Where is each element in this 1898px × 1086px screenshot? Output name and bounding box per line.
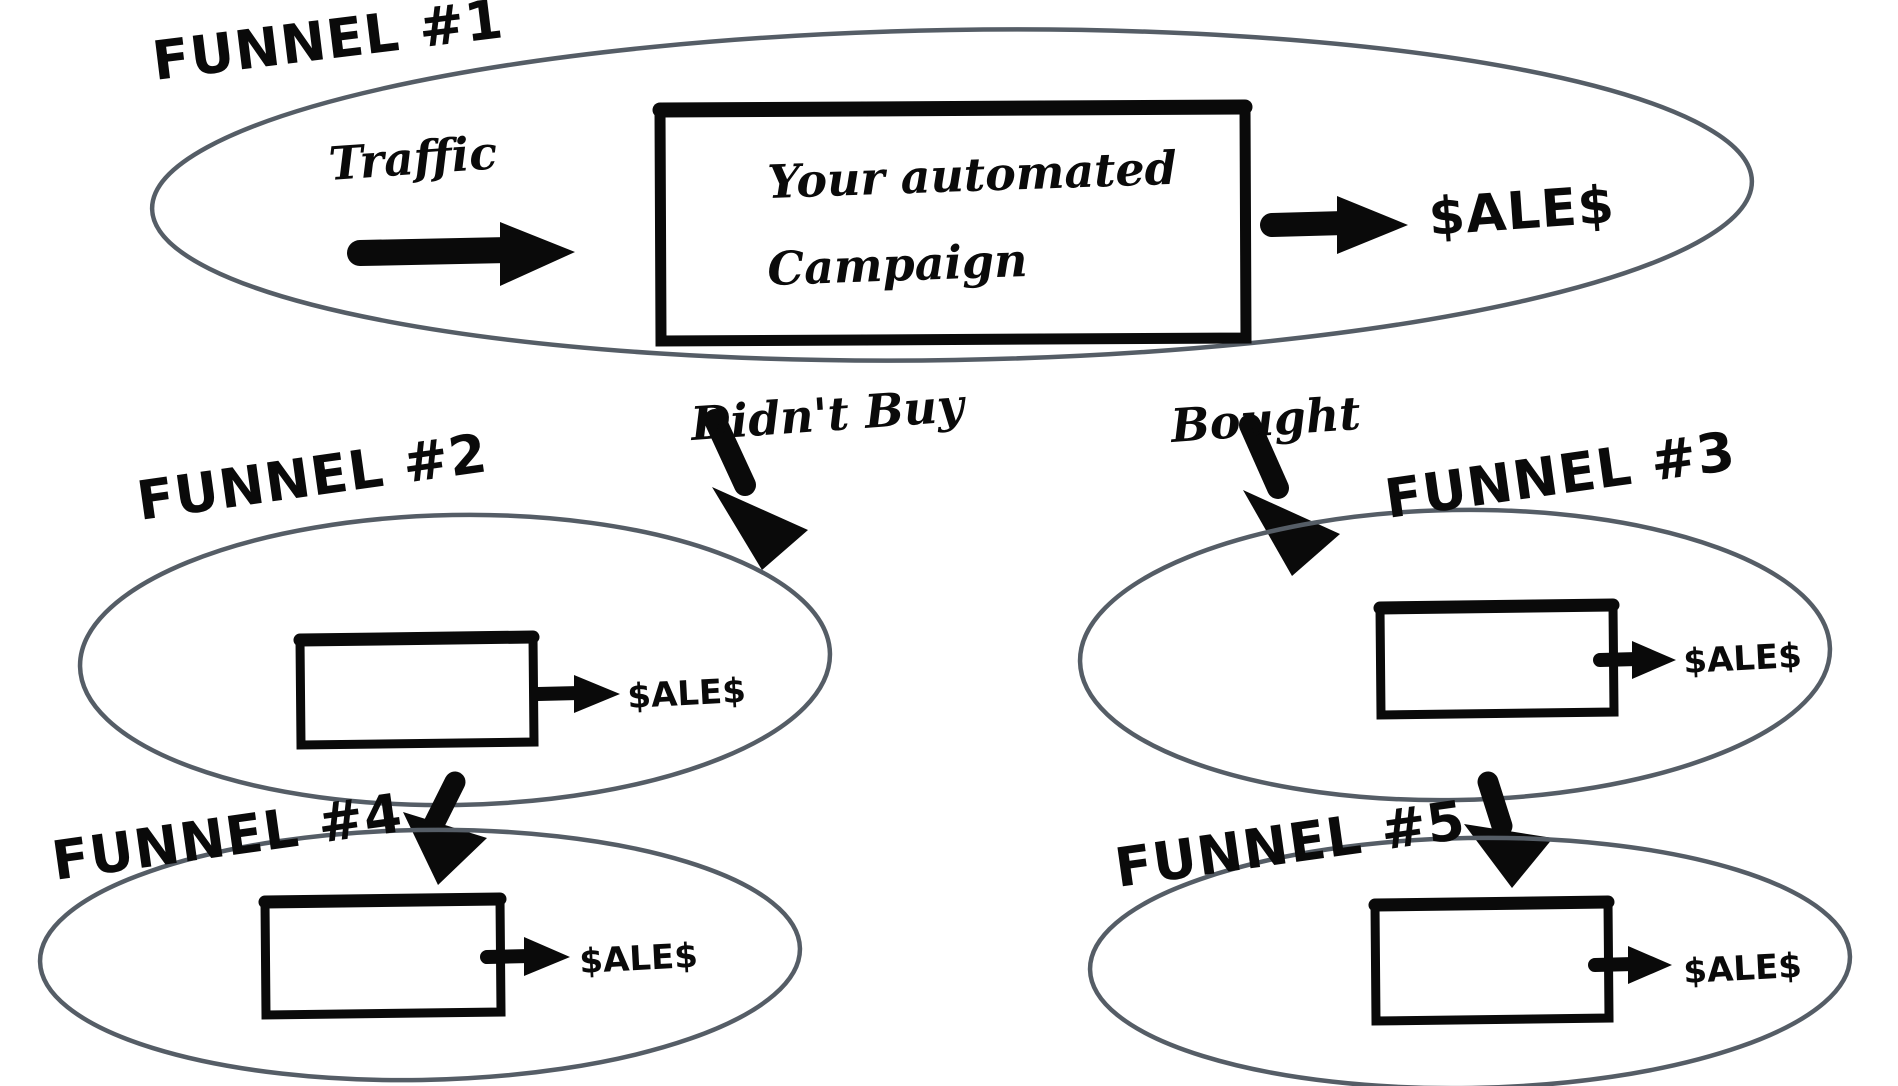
funnel-5-sales-arrow-icon xyxy=(1588,946,1672,984)
bought-label: Bought xyxy=(1167,386,1362,453)
funnel-5-box xyxy=(1368,895,1615,1026)
funnel-1-sales-arrow-icon xyxy=(1260,196,1408,254)
didnt-buy-arrow-icon xyxy=(704,409,808,570)
funnel-2-label: FUNNEL #2 xyxy=(133,421,491,533)
traffic-arrow-icon xyxy=(347,222,575,286)
funnel-2-sales-arrow-icon xyxy=(531,675,620,713)
funnel-2-sales-label: $ALE$ xyxy=(626,671,746,717)
funnel-4-sales-label: $ALE$ xyxy=(578,936,698,982)
funnel-4-ellipse xyxy=(37,827,803,1083)
funnel-4-label: FUNNEL #4 xyxy=(48,781,406,893)
traffic-label: Traffic xyxy=(327,125,499,191)
funnel-5-sales-label: $ALE$ xyxy=(1682,946,1802,992)
funnel-5-ellipse xyxy=(1087,835,1853,1086)
didnt-buy-label: Didn't Buy xyxy=(687,378,969,451)
funnel-1-label: FUNNEL #1 xyxy=(149,0,507,93)
funnel-2-ellipse xyxy=(77,512,833,808)
funnel-3-ellipse xyxy=(1077,507,1833,803)
funnel-2-box xyxy=(293,630,540,750)
funnel-1-sales-label: $ALE$ xyxy=(1427,175,1617,248)
funnel-1-campaign-box xyxy=(652,99,1253,347)
campaign-line-2: Campaign xyxy=(766,233,1028,296)
funnel-4-box xyxy=(258,892,507,1020)
funnel-5-label: FUNNEL #5 xyxy=(1111,788,1469,900)
funnel-3-box xyxy=(1373,598,1620,720)
funnel-4-sales-arrow-icon xyxy=(480,937,570,976)
funnel-3-sales-arrow-icon xyxy=(1593,641,1676,679)
bought-arrow-icon xyxy=(1239,414,1340,576)
campaign-line-1: Your automated xyxy=(766,141,1177,209)
funnel-3-label: FUNNEL #3 xyxy=(1381,419,1739,531)
funnel-1-ellipse xyxy=(149,27,1755,363)
funnel-3-sales-label: $ALE$ xyxy=(1682,636,1802,682)
